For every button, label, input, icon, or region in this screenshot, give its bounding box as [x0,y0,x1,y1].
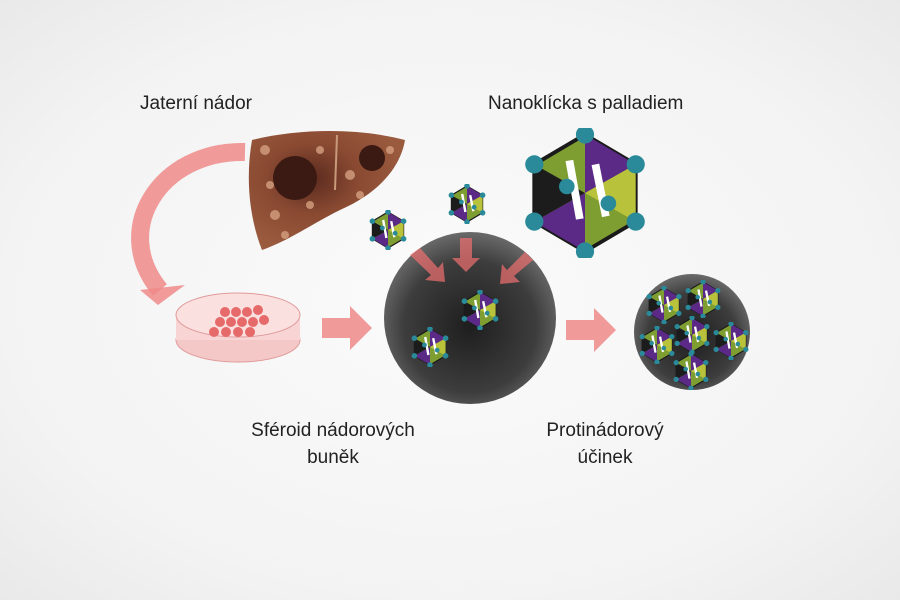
label-effect: Protinádorový účinek [525,417,685,471]
label-spheroid-line1: Sféroid nádorových [251,420,415,441]
nanocage-small [447,184,487,224]
label-spheroid-line2: buněk [307,447,359,468]
petri-dish [175,292,301,363]
arrow-right-2 [566,308,616,352]
inward-arrows [410,238,533,284]
label-effect-line1: Protinádorový [546,420,664,441]
label-nanocage: Nanoklícka s palladiem [488,93,684,114]
label-spheroid: Sféroid nádorových buněk [233,417,433,471]
label-effect-line2: účinek [577,447,633,468]
liver-tumor-illustration [248,131,405,250]
label-liver-tumor: Jaterní nádor [140,93,252,114]
nanocage-large [525,125,645,260]
curved-arrow [131,142,246,305]
nanocage-small [368,210,408,250]
arrow-right-1 [322,306,372,350]
